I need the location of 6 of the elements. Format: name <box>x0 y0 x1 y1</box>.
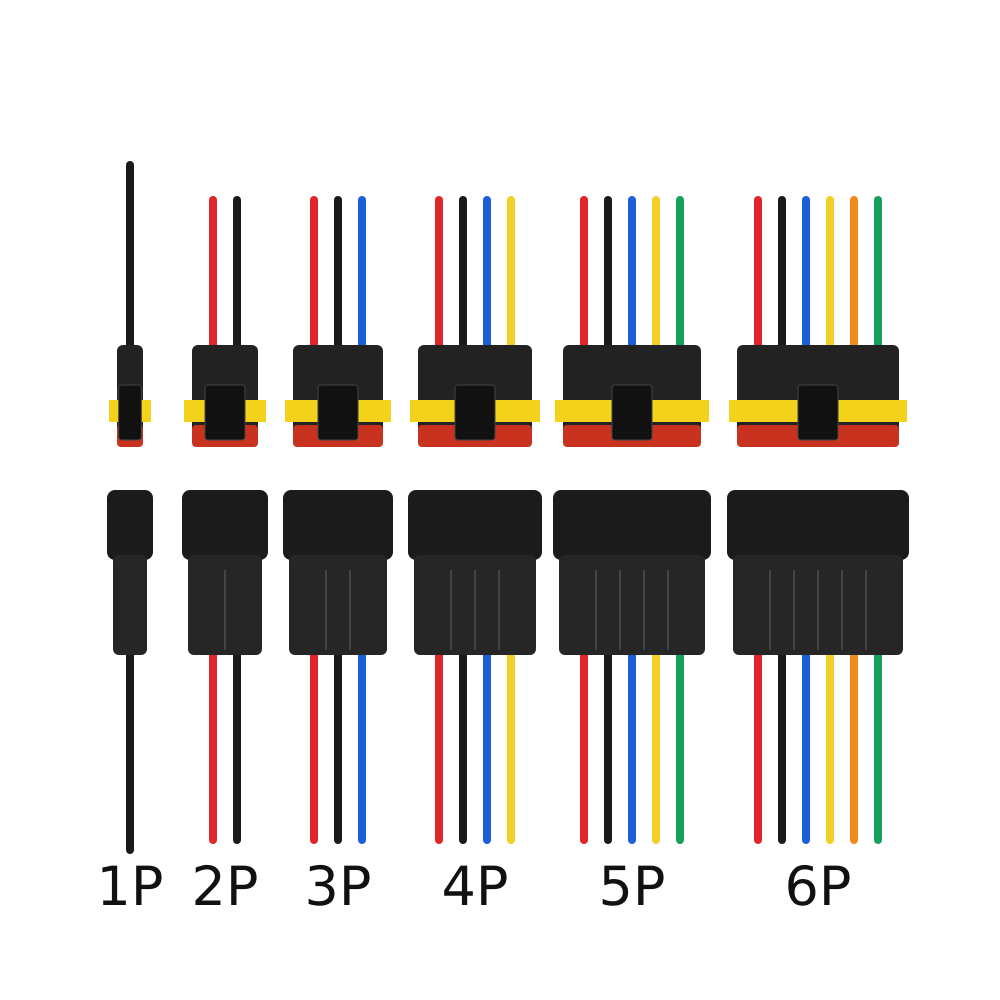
connector-size-label: 1P <box>96 860 164 914</box>
connector-size-label: 6P <box>784 860 852 914</box>
connector-size-label: 5P <box>598 860 666 914</box>
connector-size-label: 4P <box>442 860 508 914</box>
connector-size-label: 2P <box>192 860 258 914</box>
connector-size-label: 3P <box>304 860 372 914</box>
